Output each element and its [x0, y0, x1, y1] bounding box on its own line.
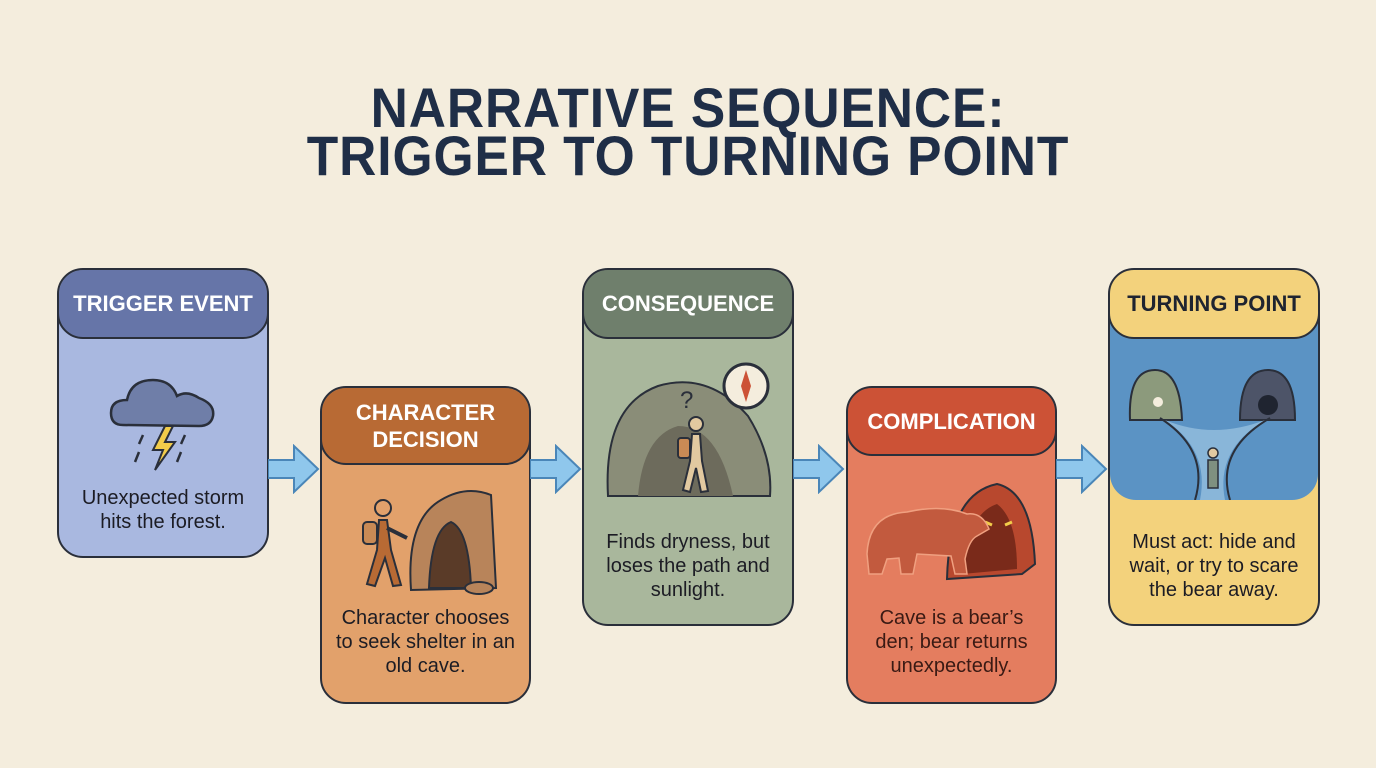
- arrow-right-icon: [530, 444, 582, 494]
- step-character-decision: CHARACTER DECISION Character chooses to …: [320, 386, 531, 704]
- step-header: CHARACTER DECISION: [322, 388, 529, 465]
- lost-in-cave-compass-icon: ?: [584, 356, 792, 506]
- step-text: Character chooses to seek shelter in an …: [336, 607, 515, 677]
- step-header-label: COMPLICATION: [867, 408, 1036, 434]
- title-line-2: TRIGGER TO TURNING POINT: [306, 124, 1070, 187]
- bear-den-icon: [848, 474, 1055, 584]
- arrow-right-icon: [793, 444, 845, 494]
- step-header-label: CHARACTER DECISION: [355, 399, 496, 452]
- step-text: Unexpected storm hits the forest.: [81, 487, 245, 533]
- step-trigger-event: TRIGGER EVENT Unexpected storm hits the …: [57, 268, 269, 558]
- title-line-1: NARRATIVE SEQUENCE:: [370, 76, 1006, 139]
- step-complication: COMPLICATION Cave is a bear’s den; bear …: [846, 386, 1057, 704]
- page-title: NARRATIVE SEQUENCE: TRIGGER TO TURNING P…: [55, 76, 1321, 187]
- step-header-label: CONSEQUENCE: [601, 291, 775, 316]
- step-header-label: TURNING POINT: [1127, 291, 1301, 316]
- step-text: Must act: hide and wait, or try to scare…: [1129, 531, 1299, 601]
- step-consequence: CONSEQUENCE ? Finds dryness, but loses t…: [582, 268, 794, 626]
- step-text: Cave is a bear’s den; bear returns unexp…: [875, 607, 1028, 677]
- step-header: COMPLICATION: [848, 388, 1055, 456]
- step-turning-point: TURNING POINT Must act: hide and wait, o…: [1108, 268, 1320, 626]
- forked-path-caves-icon: [1110, 310, 1318, 501]
- arrow-right-icon: [1056, 444, 1108, 494]
- step-header-label: TRIGGER EVENT: [73, 291, 253, 316]
- hiker-cave-icon: [322, 480, 529, 595]
- arrow-right-icon: [268, 444, 320, 494]
- svg-text:?: ?: [680, 387, 693, 414]
- step-text: Finds dryness, but loses the path and su…: [606, 531, 770, 601]
- step-header: TURNING POINT: [1110, 270, 1318, 339]
- step-header: TRIGGER EVENT: [59, 270, 267, 339]
- storm-cloud-icon: [59, 370, 267, 480]
- step-header: CONSEQUENCE: [584, 270, 792, 339]
